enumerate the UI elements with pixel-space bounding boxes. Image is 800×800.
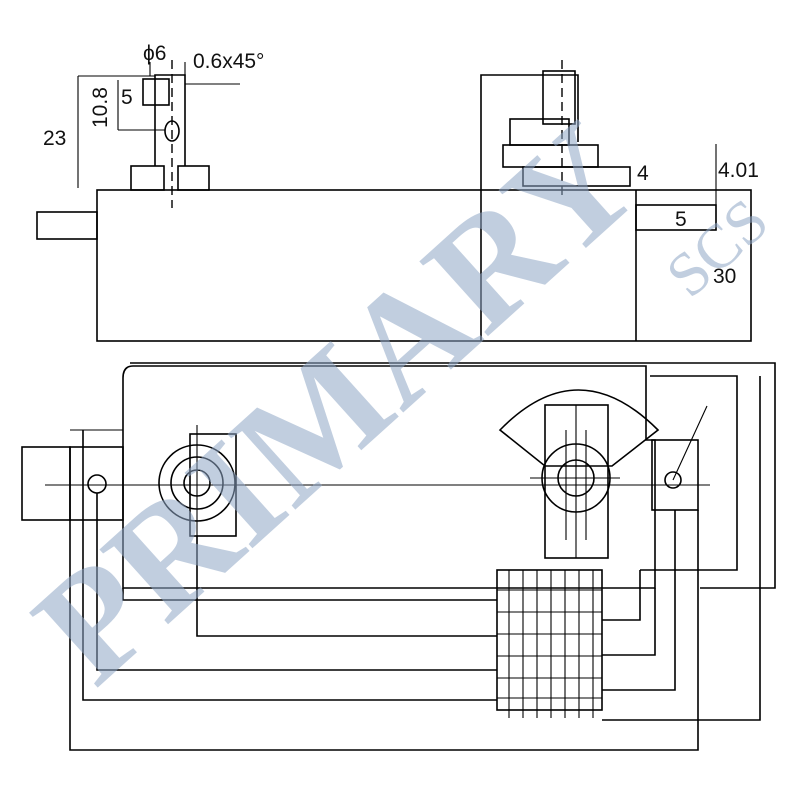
right-mount-hole bbox=[664, 471, 682, 489]
dim-4-01: 4.01 bbox=[718, 159, 759, 182]
dim-10-8: 10.8 bbox=[89, 87, 112, 128]
left-terminal-bracket bbox=[189, 433, 237, 537]
left-mount-tab bbox=[21, 446, 71, 521]
comb-frame bbox=[496, 569, 603, 711]
right-mount-leader bbox=[672, 405, 708, 481]
right-column bbox=[542, 70, 576, 125]
contact-sector bbox=[498, 389, 660, 467]
watermark: PRIMARY SCS bbox=[3, 90, 782, 715]
dim-chamfer: 0.6x45° bbox=[193, 50, 264, 73]
wire-4 bbox=[82, 430, 497, 701]
dim-23: 23 bbox=[43, 127, 66, 150]
left-pin-foot-b bbox=[177, 165, 210, 191]
left-mount-hole bbox=[87, 474, 107, 494]
dim-4: 4 bbox=[637, 162, 649, 185]
left-pin-stem bbox=[154, 74, 186, 166]
dim-phi6: ϕ6 bbox=[143, 42, 166, 65]
right-block-base bbox=[522, 166, 631, 187]
terminal-comb bbox=[496, 569, 603, 718]
side-elevation-view: ϕ6 0.6x45° 5 10.8 23 4 4.01 5 30 bbox=[36, 42, 759, 342]
wire-2 bbox=[122, 588, 497, 601]
dim-5-top: 5 bbox=[121, 86, 133, 109]
dim-30: 30 bbox=[713, 265, 736, 288]
left-pin-head bbox=[142, 78, 170, 106]
wire-6 bbox=[602, 570, 641, 621]
right-housing-outline bbox=[480, 74, 579, 190]
wire-8 bbox=[602, 510, 676, 691]
wire-9 bbox=[602, 376, 761, 721]
plan-view bbox=[21, 362, 776, 751]
wire-1 bbox=[196, 536, 497, 637]
dim-5-right: 5 bbox=[675, 208, 687, 231]
wire-frame-inner bbox=[640, 375, 738, 571]
wire-7 bbox=[602, 588, 656, 656]
housing-body bbox=[96, 189, 752, 342]
left-pin-foot-a bbox=[130, 165, 165, 191]
watermark-text: PRIMARY bbox=[3, 90, 671, 715]
wire-5 bbox=[69, 510, 699, 751]
wire-3 bbox=[96, 493, 497, 671]
base-plate bbox=[122, 365, 656, 589]
wire-frame-outer bbox=[130, 362, 776, 589]
left-shaft bbox=[36, 211, 98, 240]
